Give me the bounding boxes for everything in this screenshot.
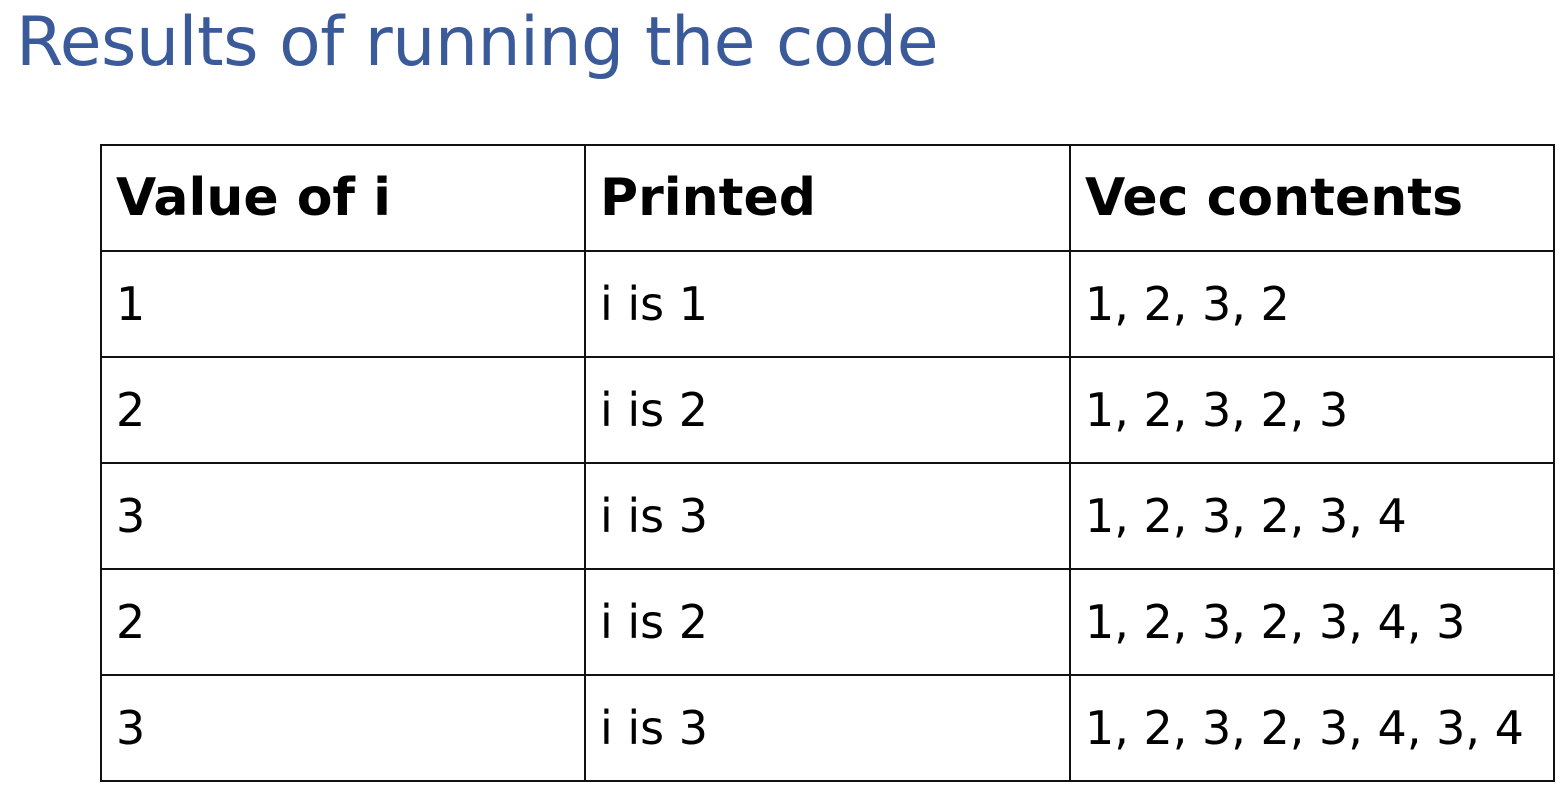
column-header-value-of-i: Value of i [100,144,586,252]
table-row: 2 i is 2 1, 2, 3, 2, 3, 4, 3 [100,568,1555,676]
table-row: 2 i is 2 1, 2, 3, 2, 3 [100,356,1555,464]
cell-vec-contents: 1, 2, 3, 2 [1069,250,1555,358]
results-table: Value of i Printed Vec contents 1 i is 1… [100,144,1555,782]
cell-value-of-i: 3 [100,674,586,782]
cell-value-of-i: 3 [100,462,586,570]
cell-printed: i is 1 [584,250,1071,358]
cell-vec-contents: 1, 2, 3, 2, 3, 4 [1069,462,1555,570]
cell-vec-contents: 1, 2, 3, 2, 3, 4, 3, 4 [1069,674,1555,782]
table-row: 1 i is 1 1, 2, 3, 2 [100,250,1555,358]
cell-printed: i is 2 [584,356,1071,464]
table-row: 3 i is 3 1, 2, 3, 2, 3, 4, 3, 4 [100,674,1555,782]
cell-printed: i is 2 [584,568,1071,676]
cell-vec-contents: 1, 2, 3, 2, 3, 4, 3 [1069,568,1555,676]
column-header-vec-contents: Vec contents [1069,144,1555,252]
cell-printed: i is 3 [584,674,1071,782]
table-row: 3 i is 3 1, 2, 3, 2, 3, 4 [100,462,1555,570]
cell-value-of-i: 2 [100,568,586,676]
cell-printed: i is 3 [584,462,1071,570]
column-header-printed: Printed [584,144,1071,252]
cell-value-of-i: 2 [100,356,586,464]
table-header-row: Value of i Printed Vec contents [100,144,1555,252]
slide-title: Results of running the code [16,3,939,82]
cell-value-of-i: 1 [100,250,586,358]
cell-vec-contents: 1, 2, 3, 2, 3 [1069,356,1555,464]
